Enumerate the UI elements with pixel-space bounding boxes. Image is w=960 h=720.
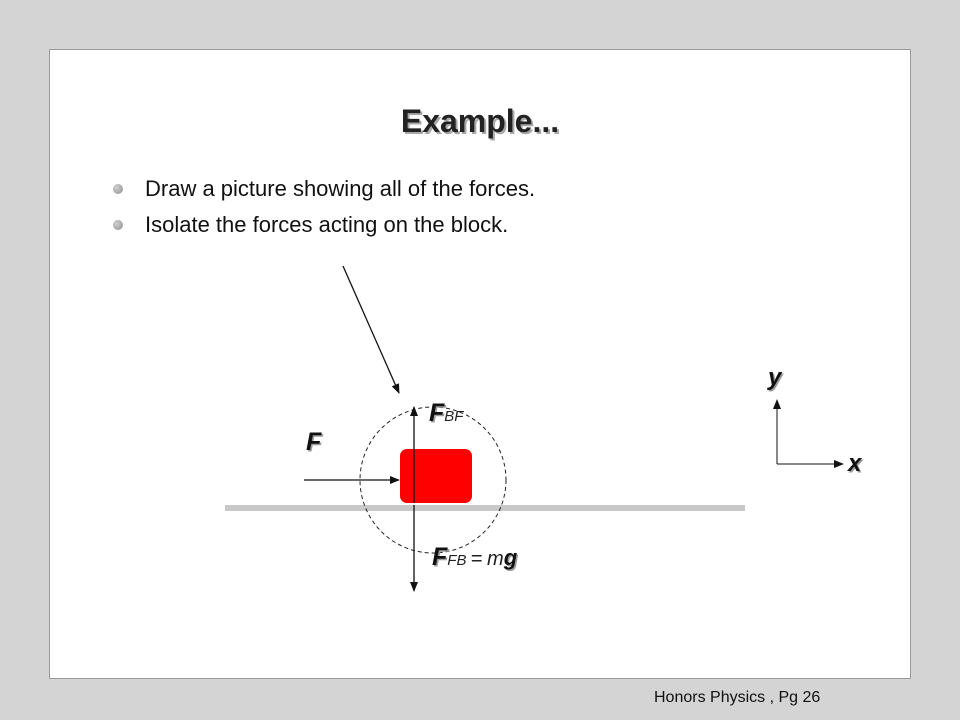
weight-force-label: FFB = mg [432,543,518,571]
footer-text: Honors Physics , Pg 26 [654,689,821,706]
normal-force-label: FBF [429,399,464,427]
slide-panel [49,49,911,679]
x-axis-label: x [848,450,862,477]
bullet-text: Isolate the forces acting on the block. [145,212,509,237]
block [400,449,472,503]
bullet-text: Draw a picture showing all of the forces… [145,176,536,201]
slide-title: Example... [400,103,560,139]
bullet-dot-icon [113,220,123,230]
bullet-dot-icon [113,184,123,194]
isolation-circle [359,406,507,554]
y-axis-label: y [768,364,782,391]
applied-force-label: F [306,428,322,456]
floor-surface [225,505,745,511]
pointer-arrow [342,265,400,394]
